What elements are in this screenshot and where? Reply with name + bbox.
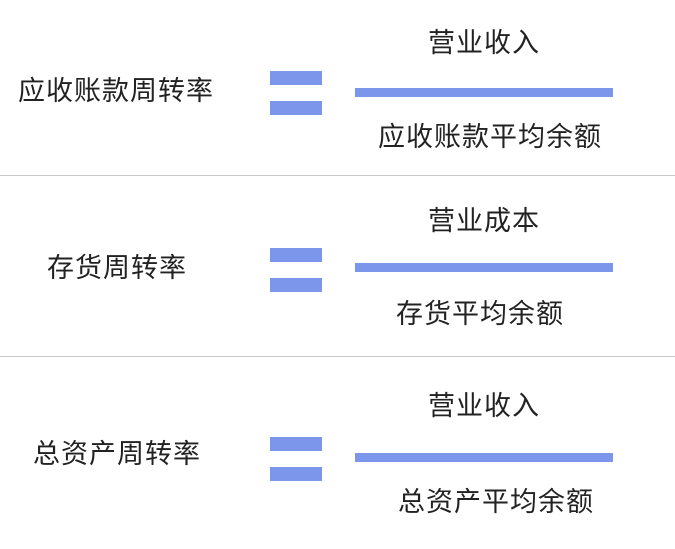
divider bbox=[0, 175, 675, 176]
equals-sign-top-bar bbox=[270, 248, 322, 262]
denominator: 存货平均余额 bbox=[396, 299, 564, 330]
denominator: 应收账款平均余额 bbox=[378, 122, 602, 153]
formula-name: 应收账款周转率 bbox=[18, 76, 214, 107]
equals-sign-bottom-bar bbox=[270, 278, 322, 292]
numerator: 营业成本 bbox=[428, 206, 540, 237]
formula-name: 总资产周转率 bbox=[33, 439, 201, 470]
numerator: 营业收入 bbox=[428, 28, 540, 59]
formula-total-asset-turnover: 总资产周转率 营业收入 总资产平均余额 bbox=[0, 357, 675, 549]
equals-sign-bottom-bar bbox=[270, 101, 322, 115]
formula-receivables-turnover: 应收账款周转率 营业收入 应收账款平均余额 bbox=[0, 0, 675, 175]
fraction-line bbox=[355, 88, 613, 97]
denominator: 总资产平均余额 bbox=[398, 487, 594, 518]
formula-inventory-turnover: 存货周转率 营业成本 存货平均余额 bbox=[0, 176, 675, 356]
divider bbox=[0, 356, 675, 357]
equals-sign-top-bar bbox=[270, 437, 322, 451]
equals-sign-bottom-bar bbox=[270, 467, 322, 481]
numerator: 营业收入 bbox=[428, 391, 540, 422]
formula-name: 存货周转率 bbox=[47, 253, 187, 284]
equals-sign-top-bar bbox=[270, 71, 322, 85]
fraction-line bbox=[355, 453, 613, 462]
fraction-line bbox=[355, 263, 613, 272]
